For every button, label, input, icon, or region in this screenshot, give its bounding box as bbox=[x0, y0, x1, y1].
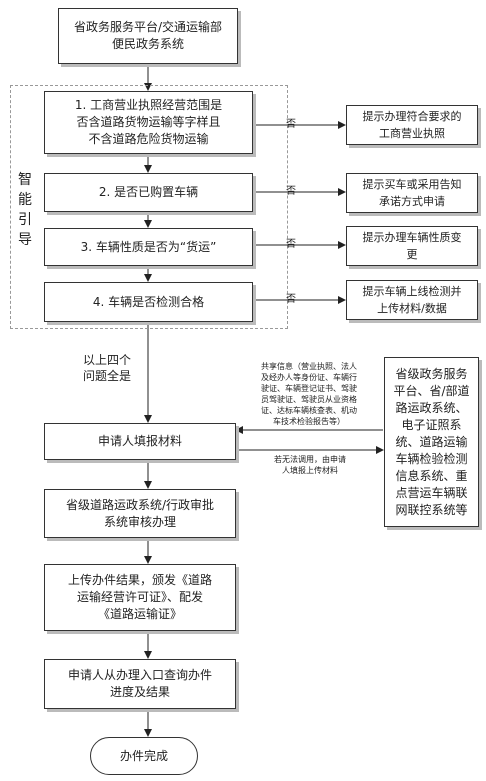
end-terminal: 办件完成 bbox=[90, 737, 198, 775]
no-label-4: 否 bbox=[286, 294, 296, 305]
prompt-3: 提示办理车辆性质变 更 bbox=[346, 226, 478, 266]
prompt-4: 提示车辆上线检测并 上传材料/数据 bbox=[346, 280, 478, 320]
prompt-1: 提示办理符合要求的 工商营业执照 bbox=[346, 105, 478, 145]
question-2: 2. 是否已购置车辆 bbox=[44, 173, 253, 212]
step-fill-materials: 申请人填报材料 bbox=[44, 423, 236, 460]
all-yes-label: 以上四个 问题全是 bbox=[82, 353, 131, 383]
no-label-2: 否 bbox=[286, 186, 296, 197]
smart-guide-region bbox=[10, 85, 288, 329]
fallback-note: 若无法调用，由申请 人填报上传材料 bbox=[274, 455, 346, 475]
shared-info-note: 共享信息（营业执照、法人 及经办人等身份证、车辆行 驶证、车辆登记证书、驾驶 员… bbox=[261, 362, 357, 426]
no-label-3: 否 bbox=[286, 239, 296, 250]
smart-guide-label: 智 能 引 导 bbox=[18, 172, 32, 248]
systems-box: 省级政务服务 平台、省/部道 路运政系统、 电子证照系 统、道路运输 车辆检验检… bbox=[384, 357, 479, 527]
prompt-2: 提示买车或采用告知 承诺方式申请 bbox=[346, 173, 478, 213]
question-4: 4. 车辆是否检测合格 bbox=[44, 282, 253, 322]
question-3: 3. 车辆性质是否为“货运” bbox=[44, 228, 253, 266]
header-box: 省政务服务平台/交通运输部 便民政务系统 bbox=[58, 8, 238, 64]
step-query: 申请人从办理入口查询办件 进度及结果 bbox=[44, 659, 236, 709]
step-review: 省级道路运政系统/行政审批 系统审核办理 bbox=[44, 489, 236, 538]
question-1: 1. 工商营业执照经营范围是 否含道路货物运输等字样且 不含道路危险货物运输 bbox=[44, 91, 253, 154]
no-label-1: 否 bbox=[286, 119, 296, 130]
step-upload-result: 上传办件结果，颁发《道路 运输经营许可证》、配发 《道路运输证》 bbox=[44, 564, 236, 631]
